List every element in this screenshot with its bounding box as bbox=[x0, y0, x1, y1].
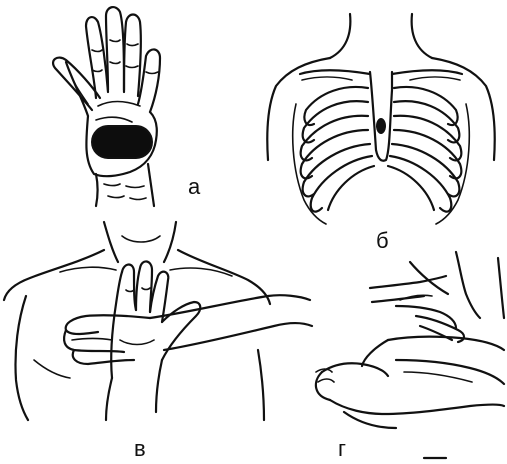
compression-area-marker bbox=[92, 126, 152, 158]
panel-g-label: г bbox=[338, 436, 346, 461]
panel-b-label: б bbox=[376, 228, 389, 253]
panel-v-hands-on-chest-drawing bbox=[4, 222, 312, 420]
panel-a-palm-drawing bbox=[53, 7, 160, 206]
xiphoid-marker bbox=[376, 118, 386, 134]
panel-v-label: в bbox=[134, 436, 146, 461]
panel-g-compression-drawing bbox=[316, 252, 504, 458]
panel-b-ribcage-drawing bbox=[267, 14, 494, 224]
panel-a-label: а bbox=[188, 174, 201, 199]
